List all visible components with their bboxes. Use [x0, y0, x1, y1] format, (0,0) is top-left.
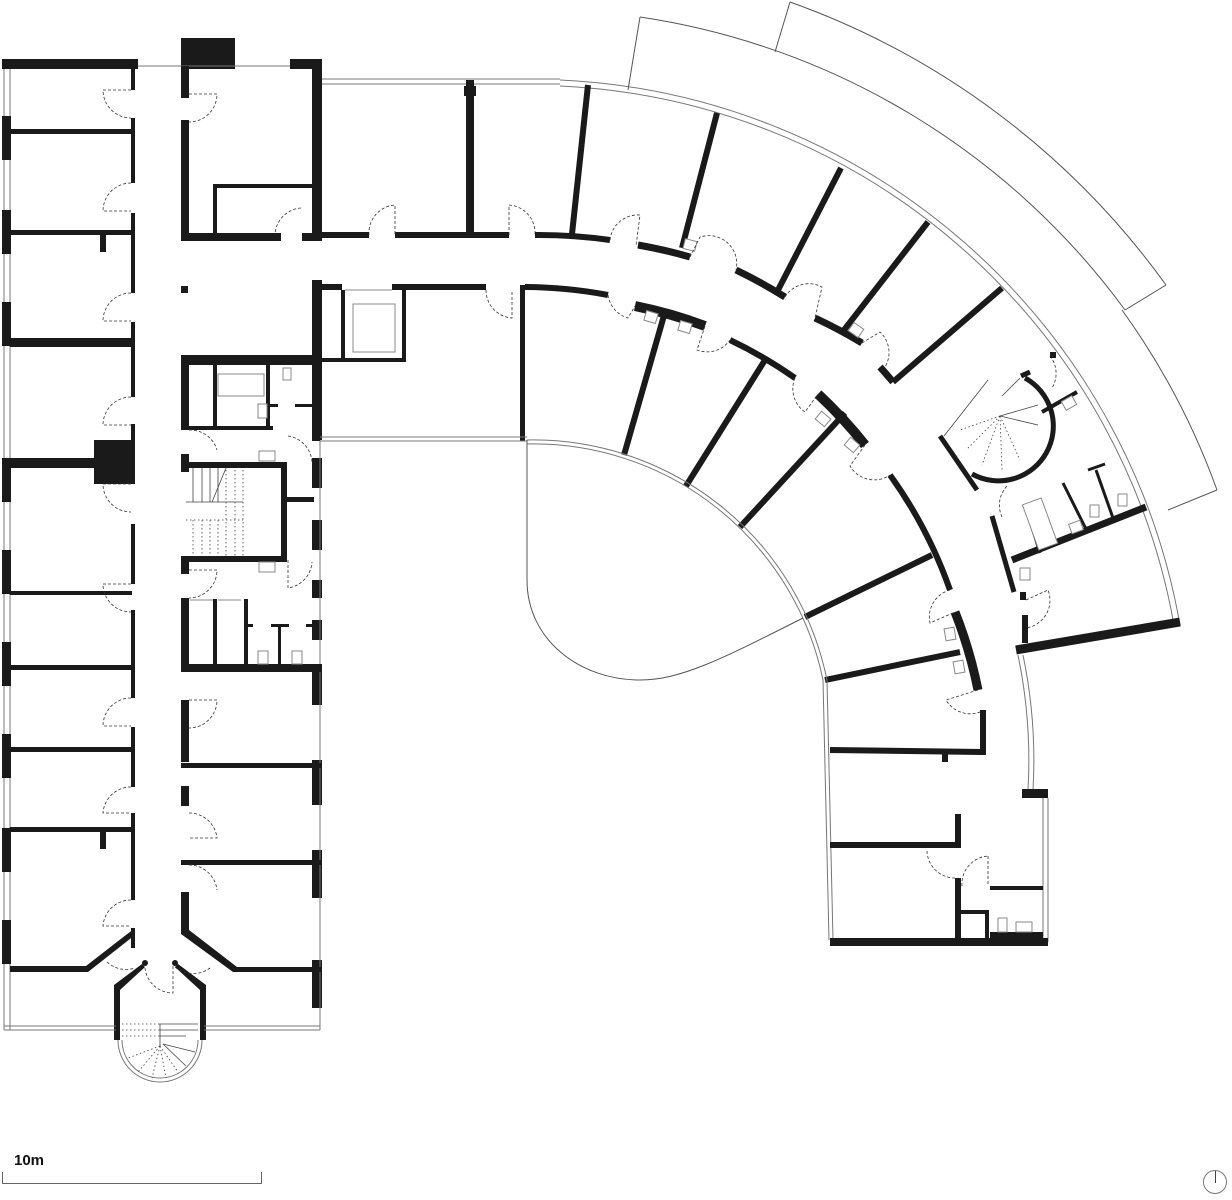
north-arrow-icon	[1203, 1170, 1227, 1194]
spiral-stair-south	[122, 1023, 198, 1079]
scale-bar	[2, 1172, 262, 1184]
straight-wing	[2, 38, 322, 1083]
stair-core	[186, 467, 244, 556]
spiral-stair-north-east	[937, 369, 1056, 492]
curved-wing	[524, 1, 1218, 946]
north-needle	[1215, 1171, 1216, 1183]
connector-block	[312, 78, 560, 442]
door-swings-west	[102, 89, 136, 970]
door-swings-east	[144, 93, 313, 994]
scale-label: 10m	[14, 1152, 45, 1169]
